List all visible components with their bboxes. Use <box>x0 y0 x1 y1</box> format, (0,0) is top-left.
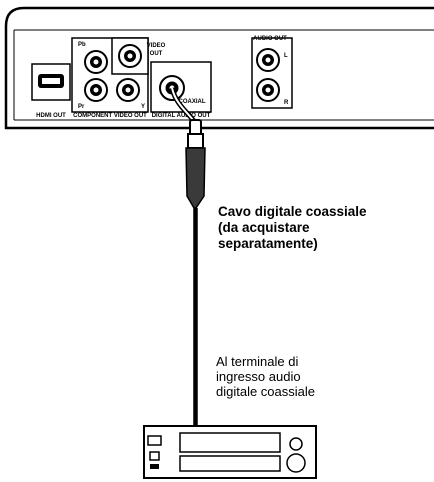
video-out-label-line2: OUT <box>150 51 163 57</box>
coaxial-cable <box>169 87 206 462</box>
av-receiver-icon <box>143 425 317 479</box>
audio-out-block <box>251 37 293 109</box>
video-out-block <box>111 37 149 75</box>
destination-label-line3: digitale coassiale <box>216 384 316 399</box>
hdmi-out-label: HDMI OUT <box>36 113 66 119</box>
pb-jack <box>84 50 108 74</box>
component-video-out-label: COMPONENT VIDEO OUT <box>73 113 147 119</box>
audio-right-jack <box>256 78 280 102</box>
coaxial-cable-label: Cavo digitale coassiale (da acquistare s… <box>218 204 428 252</box>
digital-audio-out-label: DIGITAL AUDIO OUT <box>152 113 211 119</box>
audio-left-label: L <box>284 53 288 59</box>
cable-label-line3: separatamente) <box>218 236 318 251</box>
destination-label-line1: Al terminale di <box>216 354 299 369</box>
pr-label: Pr <box>78 104 85 110</box>
cable-label-line2: (da acquistare <box>218 220 310 235</box>
y-label: Y <box>141 104 145 110</box>
coaxial-label: COAXIAL <box>179 99 206 105</box>
digital-audio-out-block <box>150 61 212 113</box>
cable-label-line1: Cavo digitale coassiale <box>218 204 367 219</box>
component-video-block <box>71 37 149 113</box>
y-jack <box>116 78 140 102</box>
destination-label-line2: ingresso audio <box>216 369 301 384</box>
video-out-label-line1: VIDEO <box>147 43 166 49</box>
audio-out-label: AUDIO OUT <box>253 36 287 42</box>
pb-label: Pb <box>78 42 86 48</box>
audio-left-jack <box>256 48 280 72</box>
audio-right-label: R <box>284 100 289 106</box>
pr-jack <box>84 78 108 102</box>
destination-label: Al terminale di ingresso audio digitale … <box>216 354 426 399</box>
video-out-jack <box>118 44 142 68</box>
hdmi-out-port <box>31 63 71 101</box>
